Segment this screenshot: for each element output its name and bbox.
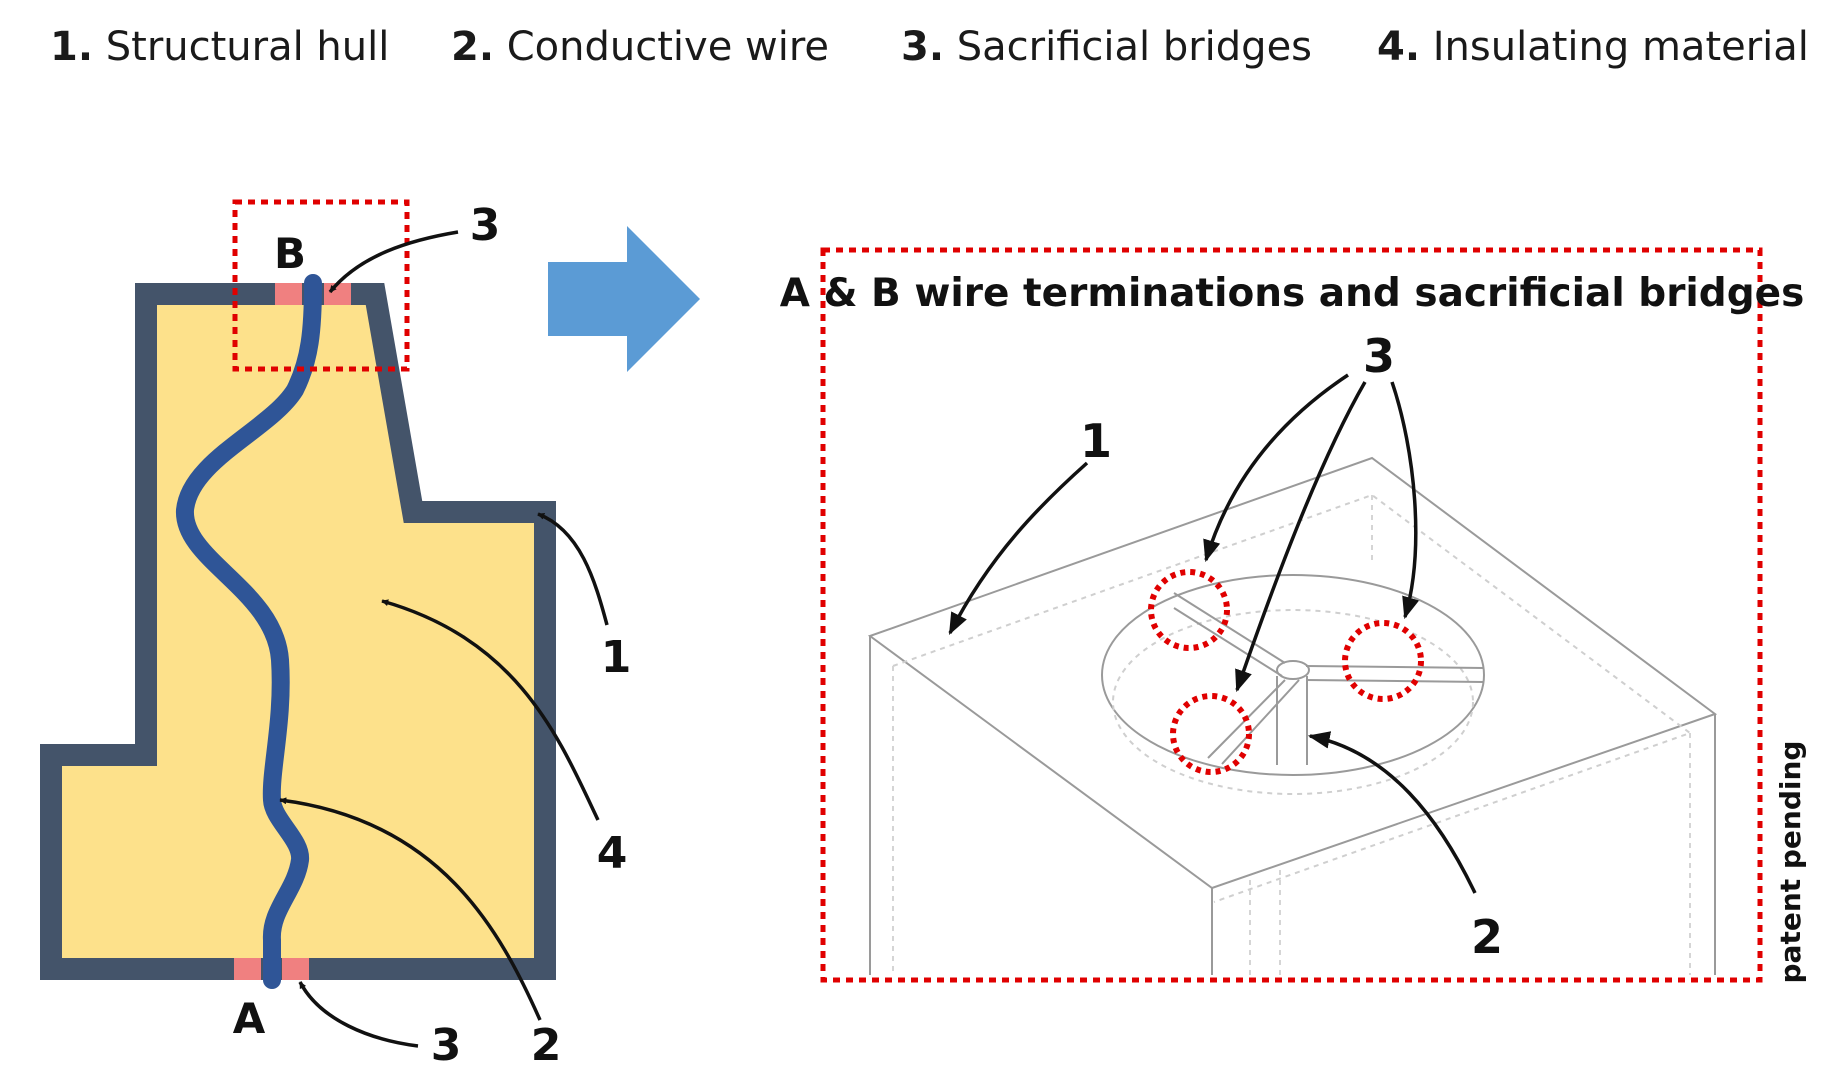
callout-4-insulator: 4	[597, 828, 628, 879]
callout-arrow-hull	[537, 512, 609, 626]
legend-label: Conductive wire	[506, 24, 830, 70]
termination-ring-outer	[1101, 574, 1485, 776]
patent-pending-note: patent pending	[1774, 741, 1807, 984]
bridge-highlight-circle-upper-left	[1148, 569, 1230, 651]
callout-arrow-insulator	[381, 599, 600, 821]
legend-number: 4.	[1377, 24, 1421, 70]
block-hidden-lines	[892, 495, 1691, 975]
callout-2-wire-detail: 2	[1471, 910, 1503, 964]
callout-3-bridges: 3	[1363, 329, 1395, 383]
callout-3-bridge-a: 3	[431, 1020, 462, 1071]
legend-number: 3.	[901, 24, 945, 70]
terminal-a-label: A	[233, 994, 266, 1043]
legend-label: Insulating material	[1432, 24, 1809, 70]
callout-2-wire: 2	[531, 1020, 562, 1071]
callout-arrow-bridge-right	[1390, 381, 1420, 620]
isometric-block-drawing	[867, 456, 1718, 975]
callout-arrow-bridge-a	[298, 981, 419, 1048]
legend-label: Structural hull	[105, 24, 390, 70]
bridge-spoke-upper-left	[1173, 592, 1286, 677]
bridge-spoke-lower-left	[1207, 679, 1300, 765]
legend-item-structural-hull: 1. Structural hull	[50, 24, 389, 70]
detail-panel-title: A & B wire terminations and sacrificial …	[780, 271, 1805, 316]
callout-arrow-bridge-b	[328, 230, 459, 294]
callout-1-hull-detail: 1	[1080, 414, 1112, 468]
callout-3-bridge-b: 3	[470, 200, 501, 251]
legend: 1. Structural hull 2. Conductive wire 3.…	[0, 0, 1837, 110]
callout-arrow-wire	[279, 797, 542, 1021]
callout-arrow-bridge-lower-left	[1235, 381, 1367, 693]
detail-panel: A & B wire terminations and sacrificial …	[780, 247, 1805, 983]
bridge-highlight-circle-lower-left	[1170, 693, 1252, 775]
callout-arrow-wire-detail	[1307, 731, 1477, 894]
bridge-spoke-right	[1305, 665, 1485, 683]
sacrificial-bridge-b-right	[324, 283, 351, 305]
legend-number: 2.	[451, 24, 495, 70]
legend-item-conductive-wire: 2. Conductive wire	[451, 24, 829, 70]
callout-1-hull: 1	[601, 632, 632, 683]
conductive-wire	[176, 274, 322, 989]
legend-label: Sacrificial bridges	[956, 24, 1313, 70]
legend-item-insulating-material: 4. Insulating material	[1377, 24, 1809, 70]
structural-hull-outline	[40, 283, 556, 980]
callout-arrow-hull-detail	[948, 461, 1089, 635]
sacrificial-bridge-a-right	[282, 958, 309, 980]
termination-ring-lower	[1112, 609, 1474, 795]
sacrificial-bridge-b-left	[275, 283, 302, 305]
terminal-b-label: B	[274, 229, 306, 278]
legend-number: 1.	[50, 24, 94, 70]
wire-column	[1276, 676, 1308, 765]
bridge-highlight-circle-right	[1342, 620, 1424, 702]
legend-item-sacrificial-bridges: 3. Sacrificial bridges	[901, 24, 1312, 70]
callout-arrow-bridge-upper-left	[1203, 373, 1349, 563]
central-hub	[1276, 660, 1310, 680]
detail-panel-frame	[820, 247, 1763, 983]
cross-section-diagram: B A 3 1 4 3 2	[40, 199, 632, 1071]
block-inner-outline	[892, 493, 1693, 903]
sacrificial-bridge-a-left	[234, 958, 261, 980]
big-blue-arrow-icon	[548, 226, 700, 372]
